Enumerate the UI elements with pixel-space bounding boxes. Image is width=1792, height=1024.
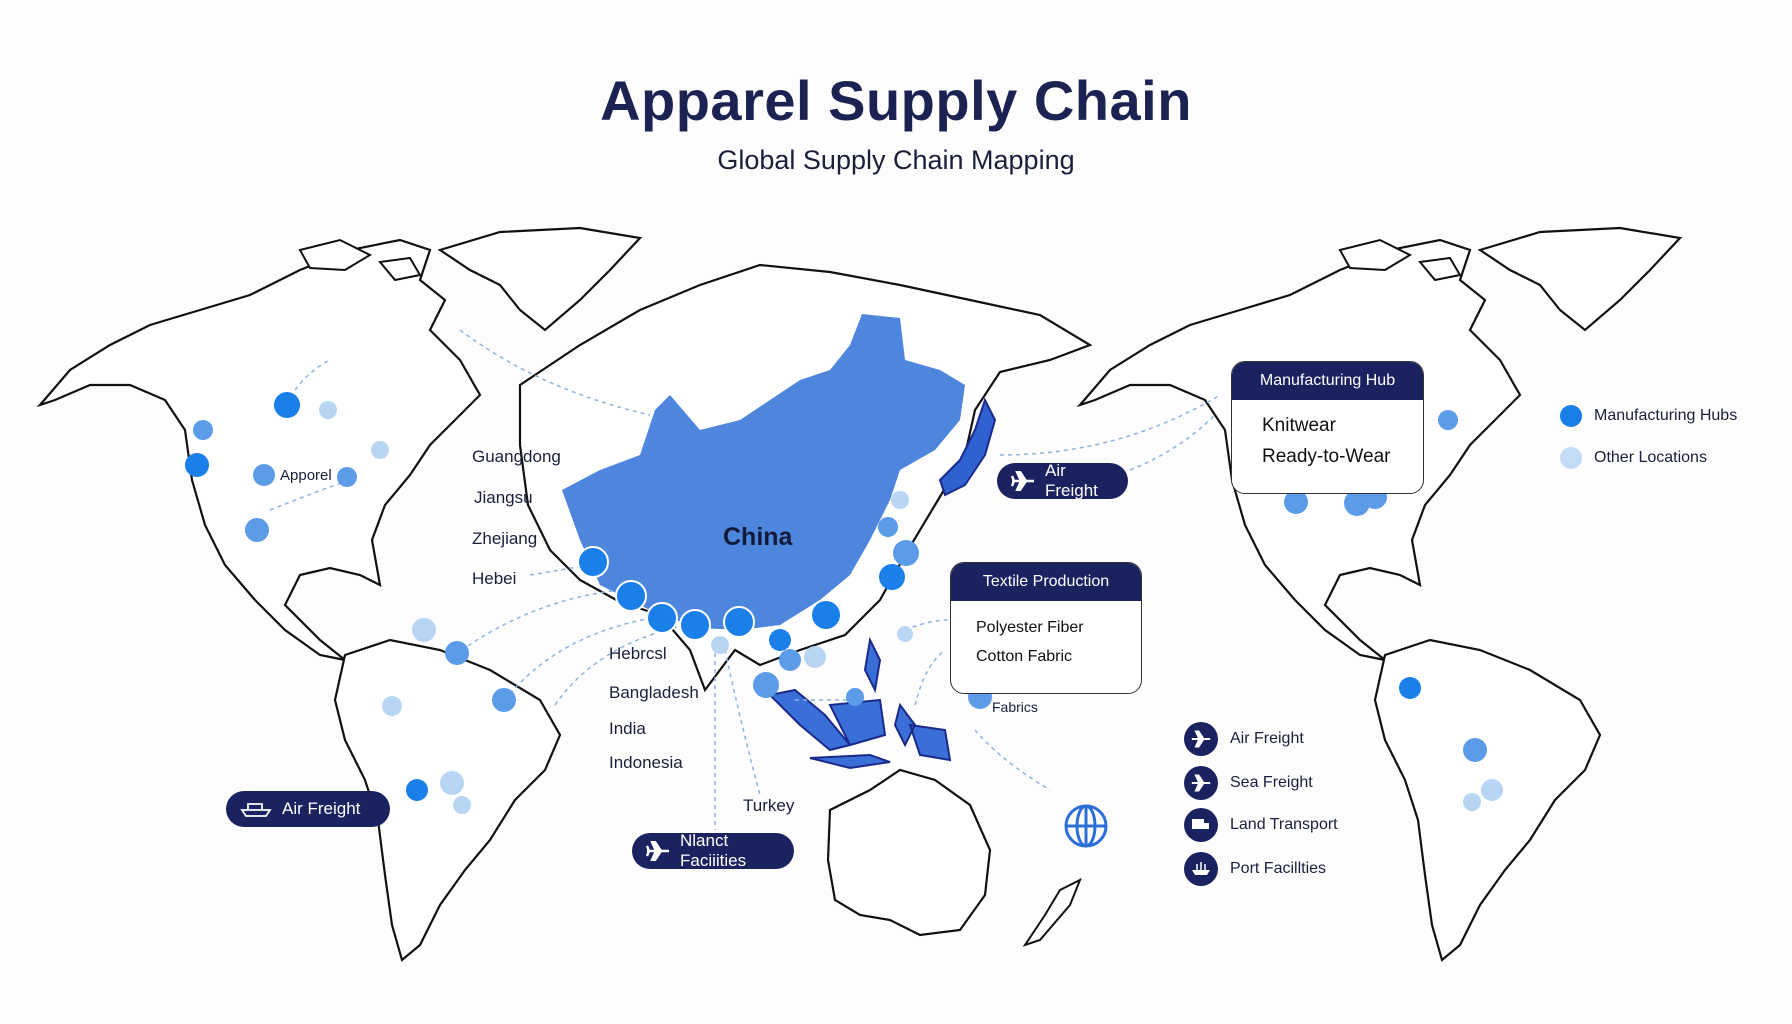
- location-marker[interactable]: [445, 641, 469, 665]
- other-dot-icon: [1560, 447, 1582, 469]
- manufacturing-hub-marker[interactable]: [810, 599, 842, 631]
- manufacturing-hub-marker[interactable]: [679, 609, 711, 641]
- legend-label: Air Freight: [1230, 730, 1304, 747]
- province-label-jiangsu: Jiangsu: [474, 488, 533, 507]
- location-marker[interactable]: [893, 540, 919, 566]
- card-item: Polyester Fiber: [976, 619, 1084, 636]
- air-freight-pill-left[interactable]: Air Freight: [226, 791, 390, 827]
- new-zealand-outline: [1022, 877, 1082, 947]
- airplane-icon: [1011, 471, 1034, 491]
- china-region: [562, 314, 965, 630]
- card-item: Knitwear: [1262, 415, 1336, 436]
- globe-icon: [1064, 804, 1108, 848]
- location-marker[interactable]: [897, 626, 913, 642]
- country-label: Hebrcsl: [609, 644, 667, 663]
- pill-label: Air Freight: [282, 799, 361, 818]
- location-marker[interactable]: [1463, 738, 1487, 762]
- card-item: Ready-to-Wear: [1262, 446, 1391, 467]
- manufacturing-hub-marker[interactable]: [615, 580, 647, 612]
- location-marker[interactable]: [337, 467, 357, 487]
- location-marker[interactable]: [711, 636, 729, 654]
- china-label: China: [723, 523, 793, 551]
- apparel-label: Apporel: [280, 467, 332, 484]
- location-marker[interactable]: [753, 672, 779, 698]
- page-subtitle: Global Supply Chain Mapping: [717, 145, 1075, 175]
- transport-legend-land: Land Transport: [1184, 808, 1338, 842]
- card-title: Manufacturing Hub: [1232, 362, 1423, 400]
- location-marker[interactable]: [440, 771, 464, 795]
- card-title: Textile Production: [951, 563, 1141, 601]
- manufacturing-hub-marker[interactable]: [185, 453, 209, 477]
- manufacturing-hub-marker[interactable]: [406, 779, 428, 801]
- manufacturing-hub-marker[interactable]: [769, 629, 791, 651]
- facilities-pill[interactable]: Nlanct Faciiities: [632, 831, 794, 870]
- location-marker[interactable]: [382, 696, 402, 716]
- pill-label: Air Freight: [1045, 461, 1098, 500]
- manufacturing-hub-marker[interactable]: [1399, 677, 1421, 699]
- manufacturing-hub-marker[interactable]: [879, 564, 905, 590]
- country-label-india: India: [609, 719, 646, 738]
- province-label-hebei: Hebei: [472, 569, 517, 588]
- fabrics-label: Fabrics: [992, 699, 1038, 715]
- legend-other-locations: Other Locations: [1560, 447, 1707, 469]
- location-marker[interactable]: [453, 796, 471, 814]
- page-title: Apparel Supply Chain: [600, 69, 1192, 132]
- location-marker[interactable]: [804, 646, 826, 668]
- airplane-icon: [1184, 722, 1218, 756]
- location-marker[interactable]: [779, 649, 801, 671]
- location-marker[interactable]: [253, 464, 275, 486]
- pill-label: Nlanct Faciiities: [680, 831, 747, 870]
- location-marker[interactable]: [1463, 793, 1481, 811]
- australia-outline: [826, 768, 992, 937]
- location-marker[interactable]: [245, 518, 269, 542]
- legend-label: Manufacturing Hubs: [1594, 407, 1738, 424]
- manufacturing-hub-card: Manufacturing Hub Knitwear Ready-to-Wear: [1231, 361, 1424, 494]
- ship-icon: [240, 803, 272, 817]
- province-label-zhejiang: Zhejiang: [472, 529, 538, 548]
- location-marker[interactable]: [1438, 410, 1458, 430]
- country-label-turkey: Turkey: [743, 796, 795, 815]
- location-marker[interactable]: [1481, 779, 1503, 801]
- hub-dot-icon: [1560, 405, 1582, 427]
- location-marker[interactable]: [371, 441, 389, 459]
- legend-label: Port Facillties: [1230, 860, 1327, 877]
- transport-legend-air: Air Freight: [1184, 722, 1304, 756]
- route-lines: [269, 329, 1221, 830]
- airplane-icon: [646, 841, 669, 861]
- legend-manufacturing-hubs: Manufacturing Hubs: [1560, 405, 1737, 427]
- manufacturing-hub-marker[interactable]: [577, 546, 609, 578]
- location-marker[interactable]: [1284, 490, 1308, 514]
- transport-legend-port: Port Facillties: [1184, 852, 1326, 886]
- location-marker[interactable]: [878, 517, 898, 537]
- location-marker[interactable]: [492, 688, 516, 712]
- textile-production-card: Textile Production Polyester Fiber Cotto…: [950, 562, 1142, 694]
- transport-legend-sea: Sea Freight: [1184, 766, 1313, 800]
- legend-label: Sea Freight: [1230, 774, 1313, 791]
- location-marker[interactable]: [846, 688, 864, 706]
- location-markers: [185, 392, 1503, 814]
- americas-right: [1078, 226, 1682, 962]
- legend-label: Other Locations: [1594, 449, 1707, 466]
- card-item: Cotton Fabric: [976, 648, 1073, 665]
- country-label-bangladesh: Bangladesh: [609, 683, 699, 702]
- manufacturing-hub-marker[interactable]: [646, 602, 678, 634]
- ship-icon: [1184, 852, 1218, 886]
- location-marker[interactable]: [891, 491, 909, 509]
- province-label-guangdong: Guangdong: [472, 447, 561, 466]
- legend-label: Land Transport: [1230, 816, 1338, 833]
- location-marker[interactable]: [319, 401, 337, 419]
- truck-icon: [1184, 808, 1218, 842]
- country-label-indonesia: Indonesia: [609, 753, 683, 772]
- air-freight-pill-japan[interactable]: Air Freight: [997, 461, 1128, 500]
- airplane-icon: [1184, 766, 1218, 800]
- japan-islands: [938, 397, 997, 497]
- manufacturing-hub-marker[interactable]: [723, 606, 755, 638]
- americas-left: [38, 226, 642, 962]
- manufacturing-hub-marker[interactable]: [274, 392, 300, 418]
- location-marker[interactable]: [193, 420, 213, 440]
- location-marker[interactable]: [412, 618, 436, 642]
